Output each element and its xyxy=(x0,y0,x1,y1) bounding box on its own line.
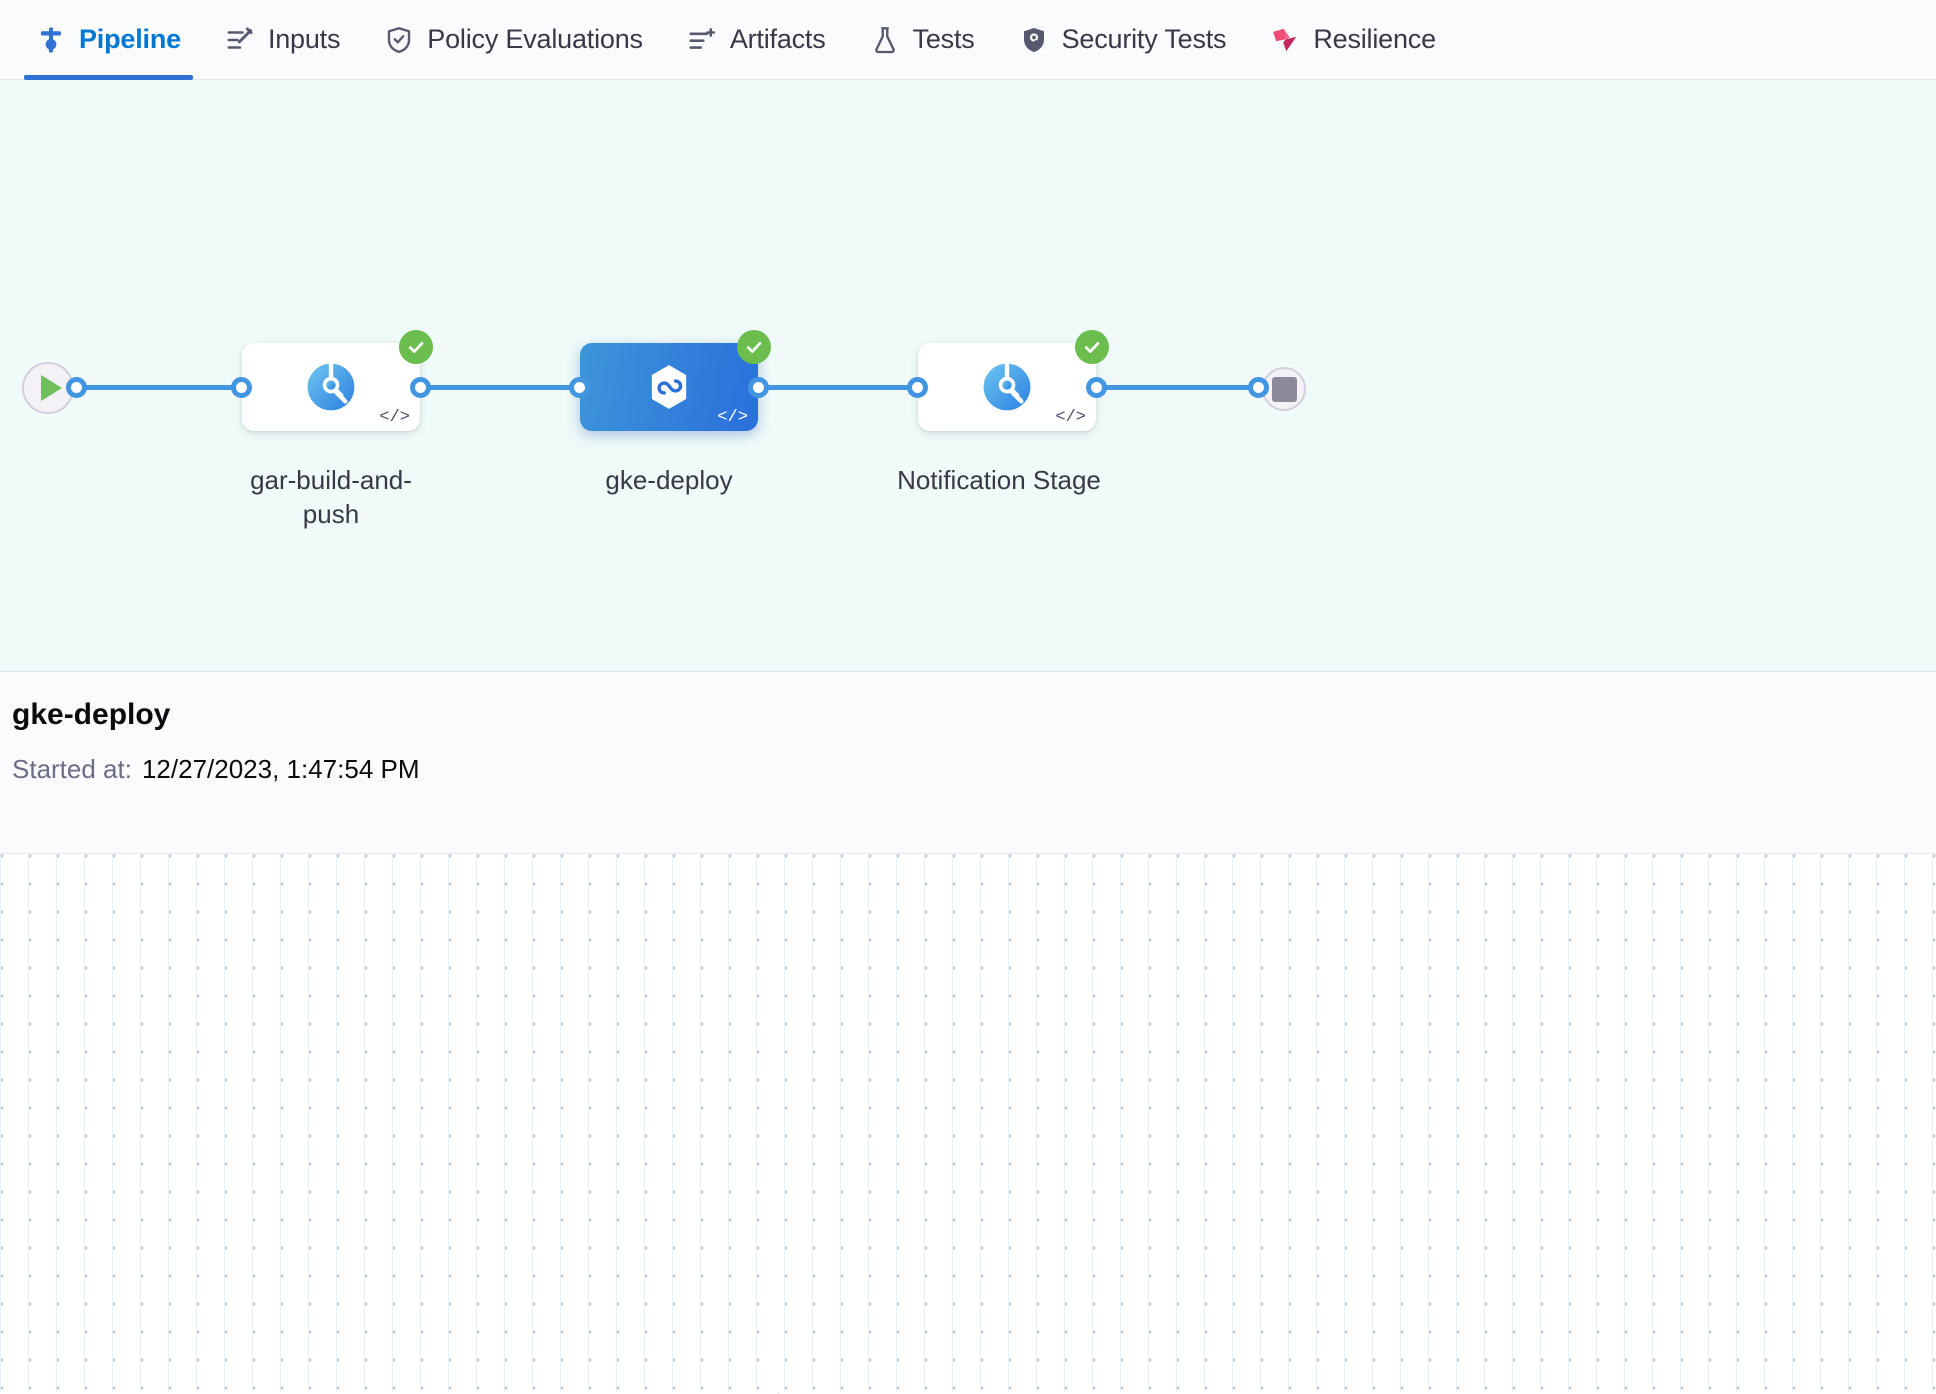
tab-tests[interactable]: Tests xyxy=(848,0,997,80)
connector-dot xyxy=(907,377,928,398)
tab-label: Tests xyxy=(912,24,975,54)
harness-cd-icon xyxy=(643,361,695,413)
pipeline-icon xyxy=(36,25,66,55)
connector-stage3-to-end xyxy=(1092,385,1278,390)
flask-icon xyxy=(870,25,900,55)
connector-dot xyxy=(1248,377,1269,398)
security-shield-icon xyxy=(1019,25,1049,55)
stage-started-at: Started at: 12/27/2023, 1:47:54 PM xyxy=(12,754,1936,785)
stage-label: Notification Stage xyxy=(897,465,1101,495)
connector-dot xyxy=(66,377,87,398)
harness-ci-icon xyxy=(981,361,1033,413)
stage-execution-graph[interactable]: </> Service </> Infrastructure xyxy=(0,854,1936,1392)
connector-start-to-stage1 xyxy=(52,385,252,390)
harness-ci-icon xyxy=(305,361,357,413)
tab-pipeline[interactable]: Pipeline xyxy=(14,0,203,80)
graph-start-node[interactable] xyxy=(22,362,74,414)
pipeline-stage-graph[interactable]: </> gar-build-and-push </> gke-deploy xyxy=(0,80,1936,672)
tab-label: Artifacts xyxy=(729,24,826,54)
status-success-icon xyxy=(399,330,433,364)
connector-dot xyxy=(1086,377,1107,398)
status-success-icon xyxy=(737,330,771,364)
tab-artifacts[interactable]: Artifacts xyxy=(665,0,848,80)
inputs-icon xyxy=(225,25,255,55)
stage-card[interactable]: </> xyxy=(918,330,1109,431)
tab-resilience[interactable]: Resilience xyxy=(1248,0,1458,80)
connector-dot xyxy=(410,377,431,398)
started-at-value: 12/27/2023, 1:47:54 PM xyxy=(141,754,420,784)
connector-stage2-to-stage3 xyxy=(756,385,921,390)
started-at-label: Started at: xyxy=(12,754,132,784)
stage-card[interactable]: </> xyxy=(242,330,433,431)
status-success-icon xyxy=(1075,330,1109,364)
tab-label: Resilience xyxy=(1313,24,1436,54)
tab-security-tests[interactable]: Security Tests xyxy=(997,0,1249,80)
tab-label: Pipeline xyxy=(79,24,181,54)
stage-info-bar: gke-deploy Started at: 12/27/2023, 1:47:… xyxy=(0,672,1936,1394)
connector-dot xyxy=(569,377,590,398)
pipeline-execution-tabbar: Pipeline Inputs Policy Evaluations Artif… xyxy=(0,0,1936,80)
stage-code-badge[interactable]: </> xyxy=(379,408,410,427)
connector-dot xyxy=(231,377,252,398)
stage-title: gke-deploy xyxy=(12,698,171,731)
connector-stage1-to-stage2 xyxy=(418,385,583,390)
tab-label: Policy Evaluations xyxy=(427,24,643,54)
stop-icon xyxy=(1271,376,1297,402)
stage-code-badge[interactable]: </> xyxy=(1055,408,1086,427)
play-icon xyxy=(40,375,62,401)
tab-policy-evaluations[interactable]: Policy Evaluations xyxy=(362,0,665,80)
artifacts-icon xyxy=(687,25,717,55)
policy-shield-icon xyxy=(384,25,414,55)
tab-inputs[interactable]: Inputs xyxy=(203,0,362,80)
stage-label: gke-deploy xyxy=(605,465,733,495)
connector-dot xyxy=(748,377,769,398)
resilience-icon xyxy=(1270,25,1300,55)
stage-code-badge[interactable]: </> xyxy=(717,408,748,427)
stage-card[interactable]: </> xyxy=(580,330,771,431)
tab-label: Inputs xyxy=(267,24,341,54)
tab-label: Security Tests xyxy=(1061,24,1227,54)
stage-label: gar-build-and-push xyxy=(250,465,412,529)
